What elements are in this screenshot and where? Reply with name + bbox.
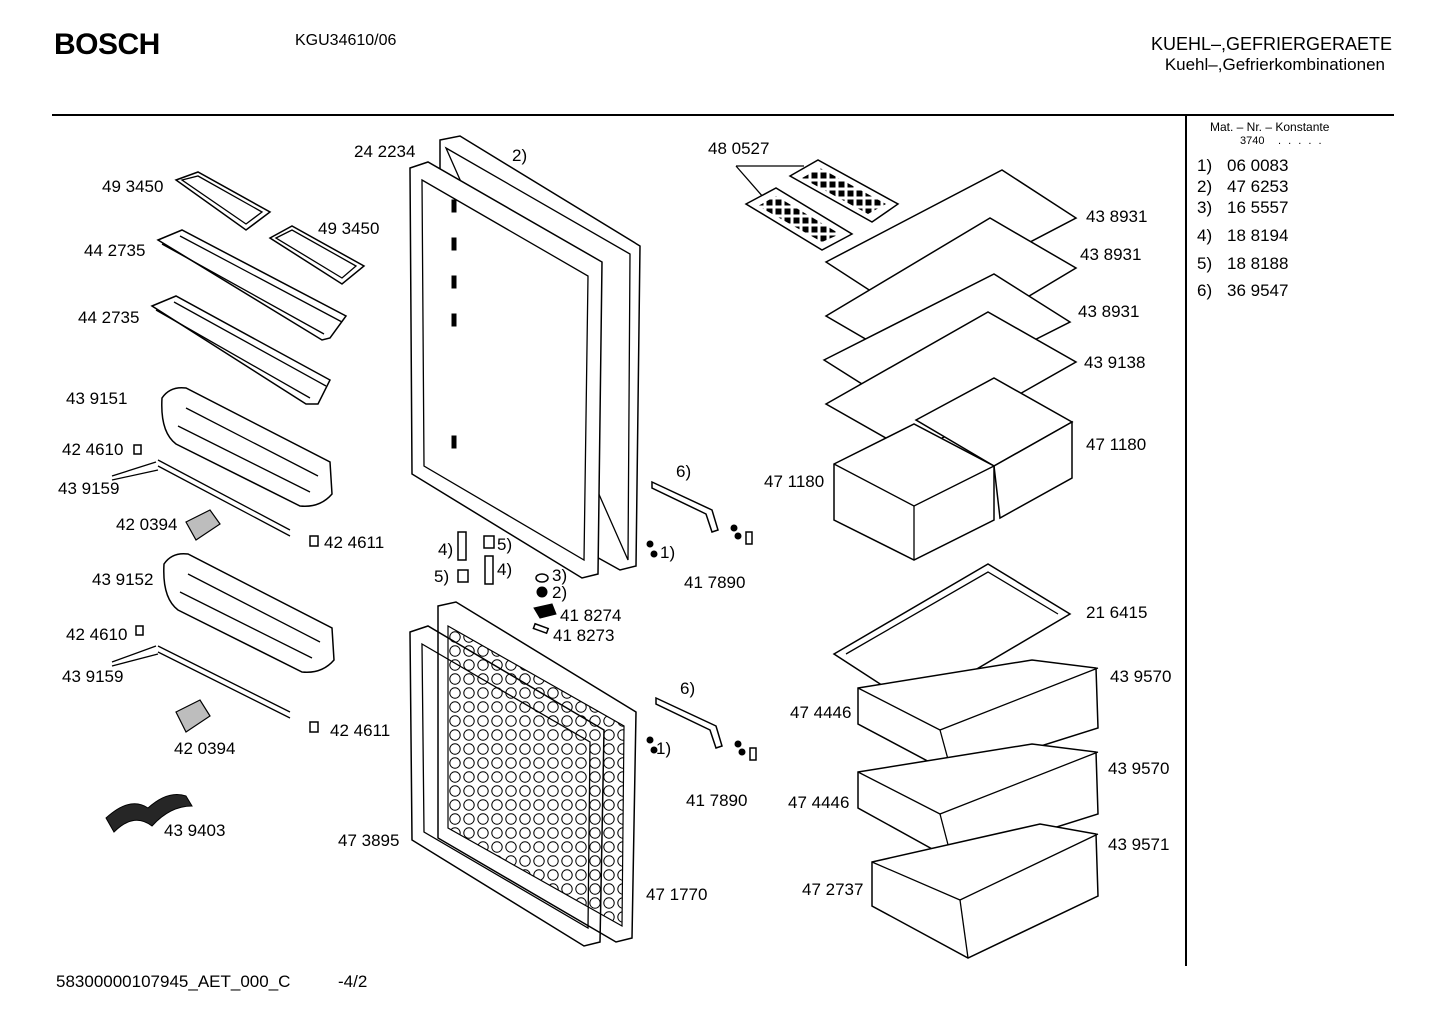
small-clips xyxy=(133,444,319,733)
rails xyxy=(111,459,291,719)
door-handles xyxy=(651,480,757,761)
label-rail-2: 43 9159 xyxy=(62,667,124,686)
part-number: 16 5557 xyxy=(1227,198,1289,217)
label-door-lower-seal: 47 3895 xyxy=(338,831,400,850)
model-number: KGU34610/06 xyxy=(295,32,397,49)
brand-logo: BOSCH xyxy=(54,28,160,61)
label-screw-ref-1: 1) xyxy=(660,543,676,562)
category-subtitle: Kuehl–,Gefrierkombinationen xyxy=(1164,55,1385,74)
label-rail-1: 43 9159 xyxy=(58,479,120,498)
label-door-rack-1: 43 9151 xyxy=(66,389,128,408)
label-shelf-3: 43 8931 xyxy=(1078,302,1140,321)
label-handle-part-2: 41 7890 xyxy=(686,791,748,810)
label-door-rack-2: 43 9152 xyxy=(92,570,154,589)
label-bottle-shelf-1: 44 2735 xyxy=(84,241,146,260)
label-drawer-left: 47 1180 xyxy=(764,472,825,491)
label-shelf-4: 43 9138 xyxy=(1084,353,1146,372)
door-stops xyxy=(175,509,221,733)
lower-door xyxy=(409,601,637,947)
label-freezer-drawer-1: 47 4446 xyxy=(790,703,852,722)
label-freezer-drawer-2: 47 4446 xyxy=(788,793,850,812)
label-drawer-right: 47 1180 xyxy=(1086,435,1147,454)
label-shelf-1: 43 8931 xyxy=(1086,207,1148,226)
sidebar-constant: 3740 xyxy=(1240,135,1265,147)
label-hinge-pin-part: 41 8273 xyxy=(553,626,615,645)
label-bushing-ref-b: 5) xyxy=(434,567,450,586)
door-rack-lower xyxy=(163,552,335,673)
part-number: 36 9547 xyxy=(1227,281,1289,300)
list-item: 6) 36 9547 xyxy=(1197,281,1288,301)
sidebar-rule xyxy=(1185,116,1187,966)
label-ice-tray: 48 0527 xyxy=(708,139,770,158)
category-title: KUEHL–,GEFRIERGERAETE xyxy=(1150,34,1392,54)
ref-number: 2) xyxy=(1197,177,1213,196)
label-screw-ref-2: 1) xyxy=(656,739,672,758)
list-item: 2) 47 6253 xyxy=(1197,177,1288,197)
list-item: 5) 18 8188 xyxy=(1197,254,1288,274)
freezer-drawer-3 xyxy=(871,823,1099,959)
label-door-tray-1: 49 3450 xyxy=(102,177,164,196)
sidebar-heading: Mat. – Nr. – Konstante xyxy=(1210,120,1330,134)
label-bolt-ref-b: 4) xyxy=(497,560,513,579)
label-door-lower: 47 1770 xyxy=(646,885,708,904)
label-handle-part-1: 41 7890 xyxy=(684,573,746,592)
label-freezer-front-3: 43 9571 xyxy=(1108,835,1170,854)
ref-number: 4) xyxy=(1197,226,1213,245)
label-bottle-shelf-2: 44 2735 xyxy=(78,308,140,327)
door-tray-upper xyxy=(174,171,272,231)
bottle-shelf-lower xyxy=(150,295,331,405)
label-cap-2: 42 4611 xyxy=(330,721,391,740)
label-handle-ref-2: 6) xyxy=(680,679,696,698)
label-clip-1: 42 4610 xyxy=(62,440,124,459)
part-number: 06 0083 xyxy=(1227,156,1289,175)
label-hinge-bolt-ref: 4) xyxy=(438,540,454,559)
bottle-holder xyxy=(105,794,193,833)
upper-door xyxy=(409,135,641,579)
ice-trays xyxy=(735,159,900,251)
part-number: 18 8188 xyxy=(1227,254,1289,273)
document-id: 58300000107945_AET_000_C xyxy=(56,972,291,991)
bottle-shelf-upper xyxy=(156,229,348,341)
part-number: 18 8194 xyxy=(1227,226,1289,245)
label-freezer-drawer-3: 47 2737 xyxy=(802,880,864,899)
ref-number: 6) xyxy=(1197,281,1213,300)
label-bottle-holder: 43 9403 xyxy=(164,821,226,840)
label-shelf-2: 43 8931 xyxy=(1080,245,1142,264)
sidebar-constant-dots: . . . . . xyxy=(1278,135,1324,147)
page-number: -4/2 xyxy=(338,972,368,991)
ref-number: 5) xyxy=(1197,254,1213,273)
label-cover-plate: 21 6415 xyxy=(1086,603,1148,622)
label-cap-1: 42 4611 xyxy=(324,533,385,552)
label-pin-ref: 2) xyxy=(552,583,568,602)
list-item: 3) 16 5557 xyxy=(1197,198,1288,218)
glass-shelves xyxy=(822,169,1078,455)
ref-number: 3) xyxy=(1197,198,1213,217)
door-rack-upper xyxy=(161,386,333,507)
door-tray-lower xyxy=(268,225,366,285)
label-door-tray-2: 49 3450 xyxy=(318,219,380,238)
label-freezer-front-2: 43 9570 xyxy=(1108,759,1170,778)
part-number: 47 6253 xyxy=(1227,177,1289,196)
list-item: 1) 06 0083 xyxy=(1197,156,1288,176)
crisper-drawers xyxy=(833,377,1074,561)
label-door-upper: 24 2234 xyxy=(354,142,416,161)
label-stop-2: 42 0394 xyxy=(174,739,236,758)
list-item: 4) 18 8194 xyxy=(1197,226,1288,246)
label-hinge-part: 41 8274 xyxy=(560,606,622,625)
header-rule xyxy=(52,114,1394,116)
label-door-upper-note: 2) xyxy=(512,146,528,165)
label-clip-2: 42 4610 xyxy=(66,625,128,644)
hinge-hardware xyxy=(457,531,658,754)
label-bushing-ref: 5) xyxy=(497,535,513,554)
label-stop-1: 42 0394 xyxy=(116,515,178,534)
label-washer-ref: 3) xyxy=(552,566,568,585)
ref-number: 1) xyxy=(1197,156,1213,175)
label-freezer-front-1: 43 9570 xyxy=(1110,667,1172,686)
label-handle-ref-1: 6) xyxy=(676,462,692,481)
